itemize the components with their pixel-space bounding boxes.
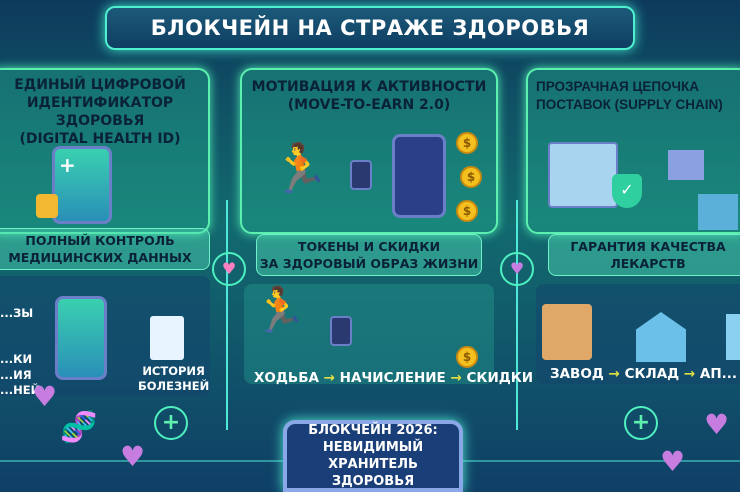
flow-accrual: НАЧИСЛЕНИЕ xyxy=(339,370,446,386)
main-title: БЛОКЧЕЙН НА СТРАЖЕ ЗДОРОВЬЯ xyxy=(105,6,635,50)
footer-tablet: БЛОКЧЕЙН 2026: НЕВИДИМЫЙ ХРАНИТЕЛЬ ЗДОРО… xyxy=(283,420,463,492)
pharmacy-icon xyxy=(726,314,740,360)
activity-flow: ХОДЬБА → НАЧИСЛЕНИЕ → СКИДКИ xyxy=(254,370,533,386)
title-line: ИДЕНТИФИКАТОР ЗДОРОВЬЯ xyxy=(26,95,174,129)
medical-cross-icon: + xyxy=(624,406,658,440)
smartwatch-icon xyxy=(330,316,352,346)
flow-discounts: СКИДКИ xyxy=(466,370,534,386)
subtitle-line: ГАРАНТИЯ КАЧЕСТВА xyxy=(570,239,726,254)
coin-icon: $ xyxy=(456,200,478,222)
subtitle-line: МЕДИЦИНСКИХ ДАННЫХ xyxy=(8,250,192,265)
data-label: ...ИЯ ...НЕЙ xyxy=(0,368,41,397)
label-history: ИСТОРИЯ xyxy=(142,364,205,378)
panel-subtitle: ГАРАНТИЯ КАЧЕСТВА ЛЕКАРСТВ xyxy=(548,234,740,276)
runner-icon: 🏃 xyxy=(252,285,307,336)
coin-icon: $ xyxy=(460,166,482,188)
data-label: ...ЗЫ xyxy=(0,306,34,320)
tablet-id-icon: + xyxy=(52,146,112,224)
plus-icon: + xyxy=(59,153,76,177)
medical-record-icon xyxy=(150,316,184,360)
arrow-right-icon: → xyxy=(323,370,335,386)
flow-factory: ЗАВОД xyxy=(550,366,604,382)
smartwatch-icon xyxy=(350,160,372,190)
title-line: ЕДИНЫЙ ЦИФРОВОЙ xyxy=(14,77,186,93)
title-line: ПОСТАВОК (SUPPLY CHAIN) xyxy=(536,97,723,112)
flow-walking: ХОДЬБА xyxy=(254,370,319,386)
label-diseases: БОЛЕЗНЕЙ xyxy=(138,379,210,393)
connector-line xyxy=(226,200,228,430)
coin-icon: $ xyxy=(456,132,478,154)
blockchain-app-icon xyxy=(392,134,446,218)
panel-supply-chain: ПРОЗРАЧНАЯ ЦЕПОЧКА ПОСТАВОК (SUPPLY CHAI… xyxy=(526,68,740,234)
supply-flow: ЗАВОД → СКЛАД → АП... xyxy=(550,366,737,382)
panel-title: ЕДИНЫЙ ЦИФРОВОЙ ИДЕНТИФИКАТОР ЗДОРОВЬЯ (… xyxy=(0,76,208,148)
title-line: (DIGITAL HEALTH ID) xyxy=(19,131,181,147)
panel-subtitle: ПОЛНЫЙ КОНТРОЛЬ МЕДИЦИНСКИХ ДАННЫХ xyxy=(0,228,210,270)
flow-pharmacy: АП... xyxy=(699,366,738,382)
factory-icon xyxy=(668,150,704,180)
shield-check-icon: ✓ xyxy=(612,174,642,208)
package-icon xyxy=(542,304,592,360)
subtitle-line: ЗА ЗДОРОВЫЙ ОБРАЗ ЖИЗНИ xyxy=(259,256,479,271)
footer-line: ХРАНИТЕЛЬ ЗДОРОВЬЯ xyxy=(328,457,418,489)
patient-profile-icon xyxy=(55,296,107,380)
connector-line xyxy=(516,200,518,430)
arrow-right-icon: → xyxy=(608,366,620,382)
warehouse-icon xyxy=(636,312,686,362)
dna-icon: 🧬 xyxy=(60,410,98,445)
title-line: (MOVE-TO-EARN 2.0) xyxy=(287,97,451,113)
health-data-section: ...ЗЫ ...КИ ...ИЯ ...НЕЙ ИСТОРИЯ БОЛЕЗНЕ… xyxy=(0,276,210,397)
footer-line: НЕВИДИМЫЙ xyxy=(322,440,424,455)
heart-icon: ♥ xyxy=(704,408,730,441)
qr-package-icon xyxy=(548,142,618,208)
coin-icon: $ xyxy=(456,346,478,368)
subtitle-line: ТОКЕНЫ И СКИДКИ xyxy=(297,239,441,254)
supply-flow-section: ЗАВОД → СКЛАД → АП... xyxy=(536,284,740,384)
panel-subtitle: ТОКЕНЫ И СКИДКИ ЗА ЗДОРОВЫЙ ОБРАЗ ЖИЗНИ xyxy=(256,234,482,276)
heart-icon: ♥ xyxy=(120,440,146,473)
heart-icon: ♥ xyxy=(500,252,534,286)
warehouse-icon xyxy=(698,194,738,230)
panel-title: МОТИВАЦИЯ К АКТИВНОСТИ (MOVE-TO-EARN 2.0… xyxy=(242,78,496,114)
panel-move-to-earn: МОТИВАЦИЯ К АКТИВНОСТИ (MOVE-TO-EARN 2.0… xyxy=(240,68,498,234)
flow-warehouse: СКЛАД xyxy=(624,366,680,382)
title-line: ПРОЗРАЧНАЯ ЦЕПОЧКА xyxy=(536,79,700,94)
medical-cross-icon: + xyxy=(154,406,188,440)
arrow-right-icon: → xyxy=(450,370,462,386)
panel-title: ПРОЗРАЧНАЯ ЦЕПОЧКА ПОСТАВОК (SUPPLY CHAI… xyxy=(528,78,740,114)
heart-icon: ♥ xyxy=(660,445,686,478)
heart-monitor-icon: ♥ xyxy=(212,252,246,286)
footer-line: БЛОКЧЕЙН 2026: xyxy=(308,423,438,438)
subtitle-line: ЛЕКАРСТВ xyxy=(610,256,686,271)
data-label: ...КИ xyxy=(0,352,33,366)
heart-icon: ♥ xyxy=(32,380,58,413)
lock-icon xyxy=(36,194,58,218)
activity-flow-section: 🏃 $ ХОДЬБА → НАЧИСЛЕНИЕ → СКИДКИ xyxy=(244,284,533,386)
runner-icon: 🏃 xyxy=(270,141,330,197)
arrow-right-icon: → xyxy=(683,366,696,382)
subtitle-line: ПОЛНЫЙ КОНТРОЛЬ xyxy=(25,233,175,248)
title-line: МОТИВАЦИЯ К АКТИВНОСТИ xyxy=(251,79,487,95)
panel-digital-health-id: ЕДИНЫЙ ЦИФРОВОЙ ИДЕНТИФИКАТОР ЗДОРОВЬЯ (… xyxy=(0,68,210,234)
